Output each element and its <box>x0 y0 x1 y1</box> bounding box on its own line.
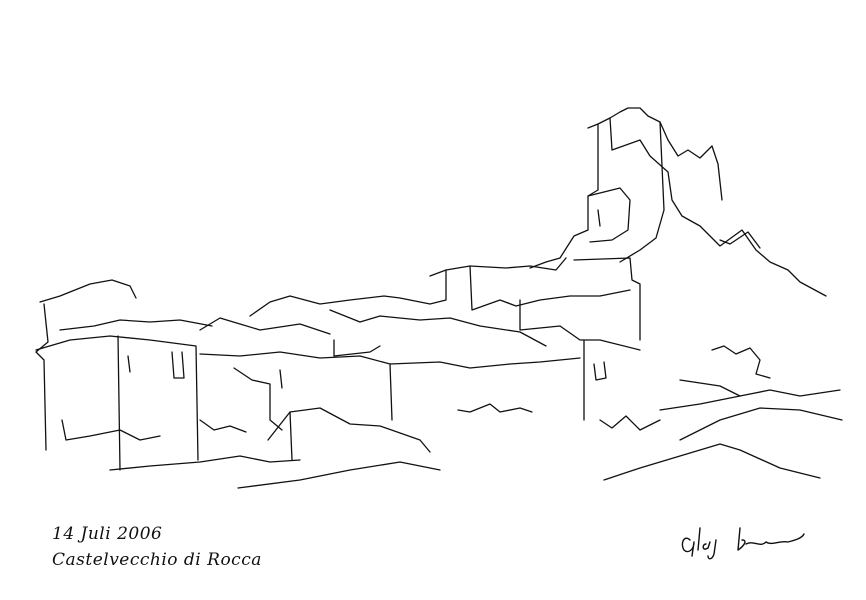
foreground-roofs <box>237 407 441 489</box>
middle-roofs <box>199 257 641 431</box>
sketch-location-title: Castelvecchio di Rocca <box>52 550 262 570</box>
right-houses <box>583 339 843 481</box>
sketch-date: 14 Juli 2006 <box>52 524 163 544</box>
castle-on-hill <box>529 107 827 341</box>
signature <box>681 527 805 560</box>
left-houses <box>35 279 301 471</box>
